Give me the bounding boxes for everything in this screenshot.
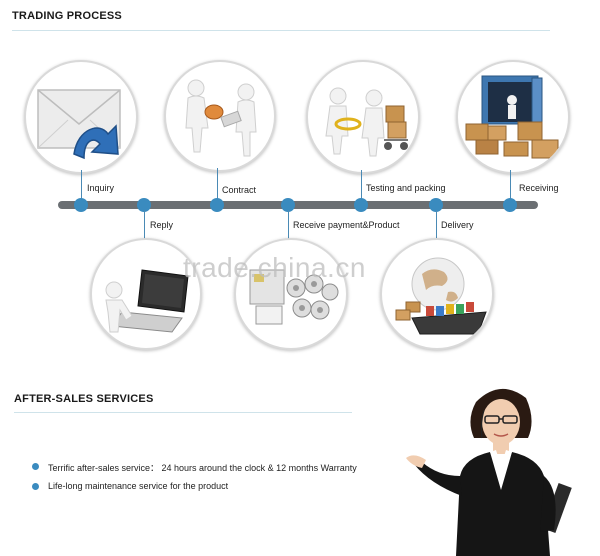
packing-icon xyxy=(325,87,408,157)
step-label-delivery: Delivery xyxy=(441,220,474,230)
step-label-receiving: Receiving xyxy=(519,183,559,193)
timeline-dot-delivery xyxy=(429,198,443,212)
machinery-icon xyxy=(249,269,339,325)
step-label-inquiry: Inquiry xyxy=(87,183,115,193)
timeline-dot-payment xyxy=(281,198,295,212)
timeline-dot-receiving xyxy=(503,198,517,212)
step-label-testing-packing: Testing and packing xyxy=(366,183,446,193)
payment-circle xyxy=(234,238,348,350)
globe-ship-icon xyxy=(395,257,487,335)
timeline-dot-testing xyxy=(354,198,368,212)
delivery-circle xyxy=(380,238,494,350)
delivery-stem xyxy=(436,210,437,240)
process-timeline xyxy=(58,201,538,209)
inquiry-circle xyxy=(24,60,138,174)
receiving-circle xyxy=(456,60,570,174)
after-sales-title: AFTER-SALES SERVICES xyxy=(14,393,154,405)
after-sales-item-1: Terrific after-sales service： 24 hours a… xyxy=(48,463,357,473)
after-sales-bullet-1 xyxy=(32,463,39,470)
service-representative-image xyxy=(404,380,594,556)
contract-circle xyxy=(164,60,276,172)
timeline-dot-inquiry xyxy=(74,198,88,212)
inquiry-stem xyxy=(81,170,82,202)
envelope-icon xyxy=(37,89,121,160)
testing-packing-circle xyxy=(306,60,420,174)
trading-process-title: TRADING PROCESS xyxy=(12,10,122,22)
step-label-contract: Contract xyxy=(222,185,257,195)
watermark-text: trade.china.cn xyxy=(183,252,366,283)
timeline-dot-reply xyxy=(137,198,151,212)
container-icon xyxy=(465,75,559,159)
testing-stem xyxy=(361,170,362,202)
step-label-reply: Reply xyxy=(150,220,174,230)
after-sales-item-2: Life-long maintenance service for the pr… xyxy=(48,481,229,491)
handshake-icon xyxy=(185,79,257,157)
contract-stem xyxy=(217,168,218,202)
reply-stem xyxy=(144,210,145,240)
receiving-stem xyxy=(510,170,511,202)
trading-title-rule xyxy=(12,30,550,31)
after-sales-bullet-2 xyxy=(32,483,39,490)
reply-circle xyxy=(90,238,202,350)
laptop-icon xyxy=(105,269,189,333)
step-label-receive-payment: Receive payment&Product xyxy=(293,220,400,230)
timeline-dot-contract xyxy=(210,198,224,212)
after-sales-rule xyxy=(14,412,352,413)
payment-stem xyxy=(288,210,289,240)
